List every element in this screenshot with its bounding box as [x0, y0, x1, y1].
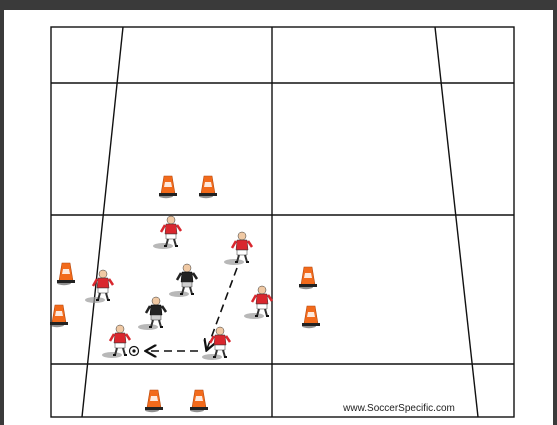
cone [302, 306, 320, 328]
left-slanted-line [82, 27, 123, 417]
black-player [138, 297, 166, 330]
red-player [202, 327, 230, 360]
red-player [244, 286, 272, 319]
cone [199, 176, 217, 198]
ball-icon [130, 347, 139, 356]
field-boundary [51, 27, 514, 417]
red-player [224, 232, 252, 265]
cone [57, 263, 75, 285]
cone [159, 176, 177, 198]
red-team [85, 216, 272, 360]
cone [299, 267, 317, 289]
black-team [138, 264, 197, 330]
red-player [102, 325, 130, 358]
cone [50, 305, 68, 327]
field-lines [51, 27, 514, 417]
cone [145, 390, 163, 412]
black-player [169, 264, 197, 297]
red-player [153, 216, 181, 249]
credit-text: www.SoccerSpecific.com [342, 403, 455, 414]
red-player [85, 270, 113, 303]
right-slanted-line [435, 27, 478, 417]
cone [190, 390, 208, 412]
